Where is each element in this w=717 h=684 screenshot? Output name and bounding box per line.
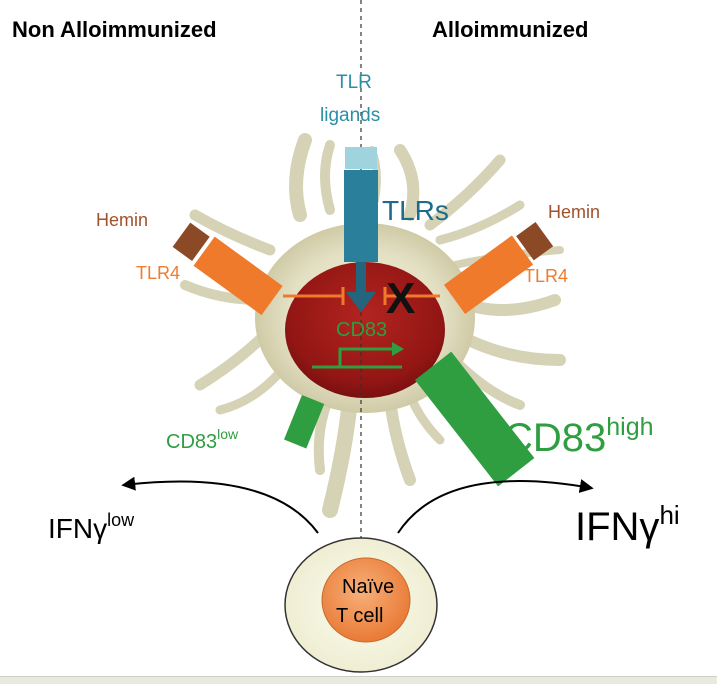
- right-tlr4-receptor: [443, 235, 534, 314]
- block-mark: X: [386, 274, 415, 323]
- right-tlr4-complex: [443, 222, 554, 314]
- cd83-gene-label: CD83: [336, 319, 387, 341]
- ifn-hi-label: IFNγhi: [575, 500, 680, 549]
- left-tlr4-complex: [172, 222, 283, 316]
- left-tlr4-receptor: [193, 236, 283, 316]
- right-hemin-block: [516, 222, 554, 261]
- left-hemin-label: Hemin: [96, 210, 148, 230]
- tcell-nucleus: [321, 557, 411, 643]
- left-ifn-arrow: [121, 476, 319, 534]
- left-tlr4-label: TLR4: [136, 263, 180, 283]
- cd83-gene-arrowhead: [392, 342, 404, 356]
- cd83-gene-promoter-arrow: [312, 347, 402, 369]
- right-ifn-arrow: [397, 479, 594, 534]
- tlr-receptor: [344, 170, 378, 262]
- left-hemin-block: [172, 222, 210, 261]
- tcell-label-line2: T cell: [336, 605, 383, 627]
- left-header: Non Alloimmunized: [12, 17, 217, 42]
- right-hemin-label: Hemin: [548, 202, 600, 222]
- tcell-label-line1: Naïve: [342, 576, 394, 598]
- cd83-high-label: CD83high: [504, 413, 654, 460]
- tlr-ligands-label-line2: ligands: [320, 105, 380, 126]
- tlr-signal-arrowhead: [346, 292, 376, 312]
- tlr-ligands-label-line1: TLR: [336, 72, 372, 93]
- bottom-rule: [0, 676, 717, 684]
- right-header: Alloimmunized: [432, 17, 588, 42]
- right-tlr4-label: TLR4: [524, 266, 568, 286]
- cd83-high-marker: [415, 351, 535, 487]
- cd83-low-marker: [284, 395, 325, 449]
- tlrs-label: TLRs: [382, 195, 449, 226]
- ifn-low-label: IFNγlow: [48, 510, 135, 544]
- tlr-ligand-binding-domain: [345, 147, 377, 169]
- cd83-low-label: CD83low: [166, 426, 239, 453]
